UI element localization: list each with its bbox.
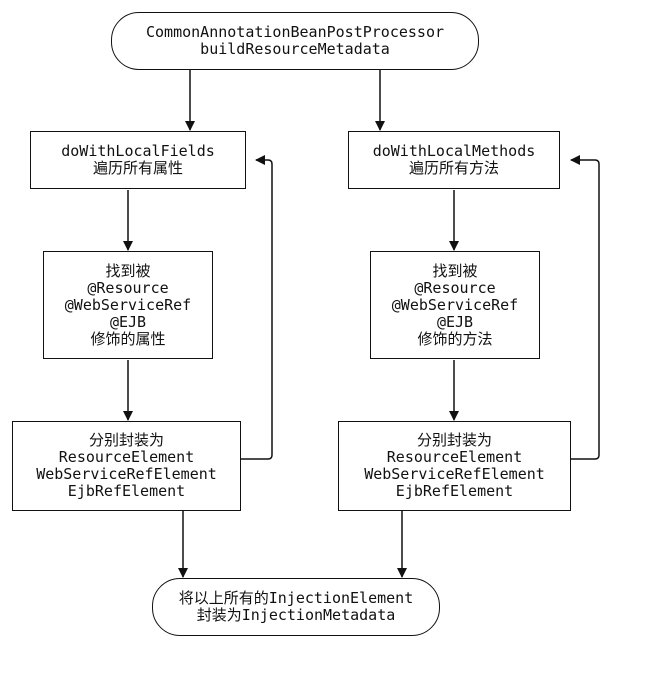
wrap-field-elements-box: 分别封装为 ResourceElement WebServiceRefEleme… [12, 421, 241, 511]
do-with-local-fields-box: doWithLocalFields 遍历所有属性 [30, 131, 246, 189]
loop-arrow-right [570, 155, 600, 460]
do-with-local-methods-box: doWithLocalMethods 遍历所有方法 [348, 131, 560, 189]
element-resource: ResourceElement [386, 448, 523, 466]
element-ejbref: EjbRefElement [67, 482, 186, 500]
step-description: 修饰的属性 [90, 329, 166, 348]
find-annotated-fields-box: 找到被 @Resource @WebServiceRef @EJB 修饰的属性 [43, 251, 213, 359]
element-webserviceref: WebServiceRefElement [364, 465, 545, 483]
annotation-webserviceref: @WebServiceRef [64, 295, 192, 314]
annotation-webserviceref: @WebServiceRef [391, 295, 519, 314]
step-label: doWithLocalMethods [372, 142, 536, 160]
annotation-ejb: @EJB [109, 312, 147, 331]
element-resource: ResourceElement [58, 448, 195, 466]
step-label: 分别封装为 [416, 431, 492, 449]
end-line-1: 将以上所有的InjectionElement [178, 589, 414, 607]
step-label: 分别封装为 [88, 431, 164, 449]
step-description: 遍历所有属性 [92, 159, 183, 177]
start-class-label: CommonAnnotationBeanPostProcessor [145, 23, 444, 41]
step-label: doWithLocalFields [61, 142, 215, 160]
end-line-2: 封装为InjectionMetadata [196, 606, 396, 624]
step-description: 遍历所有方法 [408, 159, 499, 177]
start-node: CommonAnnotationBeanPostProcessor buildR… [111, 12, 479, 70]
step-label: 找到被 [105, 261, 151, 280]
start-method-label: buildResourceMetadata [200, 40, 390, 58]
wrap-method-elements-box: 分别封装为 ResourceElement WebServiceRefEleme… [338, 421, 571, 511]
annotation-resource: @Resource [87, 278, 169, 297]
element-webserviceref: WebServiceRefElement [36, 465, 217, 483]
loop-arrow-left [241, 155, 273, 460]
step-description: 修饰的方法 [417, 329, 493, 348]
find-annotated-methods-box: 找到被 @Resource @WebServiceRef @EJB 修饰的方法 [370, 251, 540, 359]
annotation-resource: @Resource [414, 278, 496, 297]
annotation-ejb: @EJB [436, 312, 474, 331]
element-ejbref: EjbRefElement [395, 482, 514, 500]
step-label: 找到被 [432, 261, 478, 280]
end-node: 将以上所有的InjectionElement 封装为InjectionMetad… [152, 578, 440, 636]
